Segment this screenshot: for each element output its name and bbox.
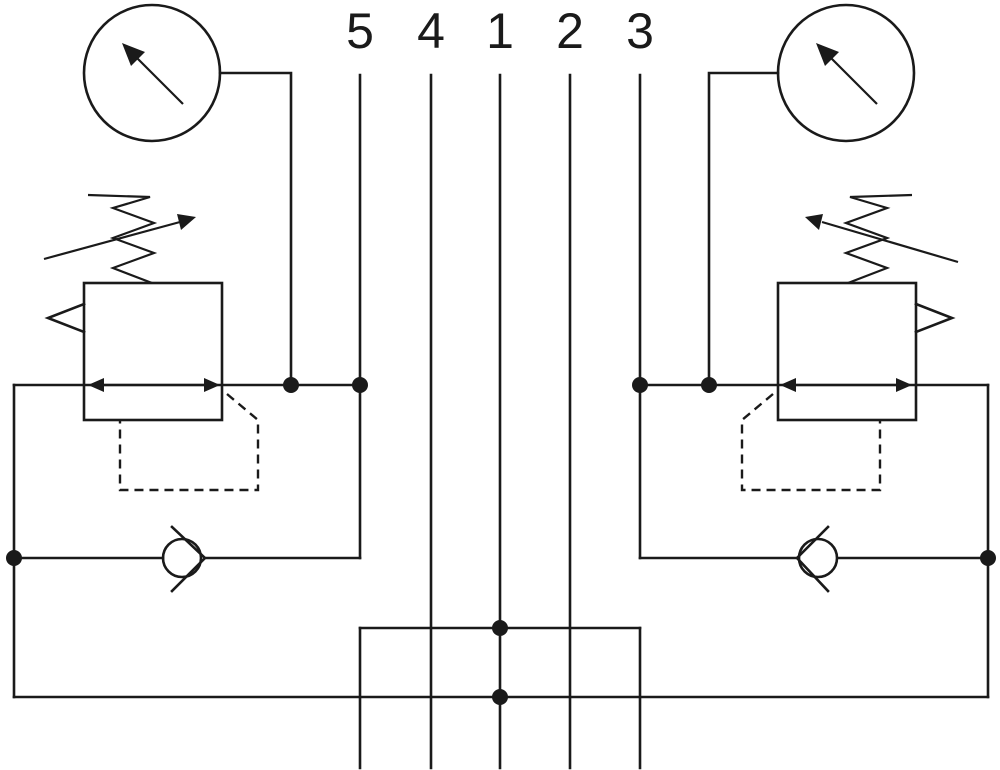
right-valve-pilot-dashed	[740, 393, 882, 492]
right-valve-flow-arrow-right	[896, 378, 912, 392]
junction-port-1-lower	[492, 689, 508, 705]
right-gauge-line	[707, 71, 780, 387]
left-check-valve-seat	[170, 525, 207, 593]
left-spring-adjust-arrow-head	[177, 214, 196, 230]
right-valve-pilot-triangle	[914, 302, 956, 334]
left-adjustment-spring	[87, 193, 158, 285]
junction-right-gauge	[701, 377, 717, 393]
left-circuit	[12, 3, 362, 699]
right-spring-adjust-arrow	[821, 220, 959, 264]
right-check-valve-ball	[797, 537, 839, 579]
left-valve-flow-arrow-right	[204, 378, 220, 392]
junction-left-check	[6, 550, 22, 566]
right-check-valve-seat	[795, 525, 830, 593]
right-adjustment-spring	[842, 193, 913, 285]
left-gauge-needle-head	[122, 43, 145, 66]
junctions	[6, 377, 996, 705]
left-check-valve-ball	[161, 537, 203, 579]
junction-port-5	[352, 377, 368, 393]
right-gauge-needle	[827, 54, 878, 105]
port-4-label: 4	[417, 3, 445, 59]
junction-right-check	[980, 550, 996, 566]
right-spring-adjust-arrow-head	[805, 214, 823, 230]
port-3-label: 3	[626, 3, 654, 59]
right-reducing-valve	[776, 281, 918, 422]
port-1-label: 1	[486, 3, 514, 59]
left-valve-pilot-triangle	[44, 302, 86, 334]
left-valve-pilot-dashed	[118, 393, 260, 492]
right-valve-flow-arrow-left	[780, 378, 796, 392]
left-reducing-valve	[82, 281, 224, 422]
port-lines	[358, 73, 642, 770]
left-spring-adjust-arrow	[43, 220, 181, 261]
port-5-label: 5	[346, 3, 374, 59]
left-valve-flow-arrow-left	[88, 378, 104, 392]
port-2-label: 2	[556, 3, 584, 59]
left-gauge-line	[218, 71, 293, 387]
port-labels: 5 4 1 2 3	[346, 3, 654, 59]
right-circuit	[638, 3, 990, 699]
junction-left-gauge	[283, 377, 299, 393]
junction-port-1-upper	[492, 620, 508, 636]
right-gauge-needle-head	[816, 43, 839, 66]
left-gauge-needle	[133, 54, 184, 105]
junction-port-3	[632, 377, 648, 393]
